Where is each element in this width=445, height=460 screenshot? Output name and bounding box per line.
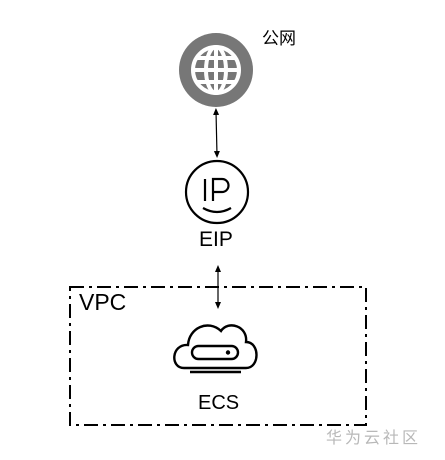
vpc-boundary [69, 286, 367, 426]
vpc-label: VPC [79, 289, 127, 315]
internet-label: 公网 [262, 29, 296, 49]
ip-address-icon [184, 159, 250, 225]
watermark-text: 华为云社区 [326, 428, 422, 447]
eip-label: EIP [199, 228, 233, 251]
ecs-label: ECS [198, 392, 240, 414]
cloud-server-icon [173, 324, 258, 374]
connector-internet-eip [213, 108, 220, 158]
globe-icon [179, 33, 253, 107]
